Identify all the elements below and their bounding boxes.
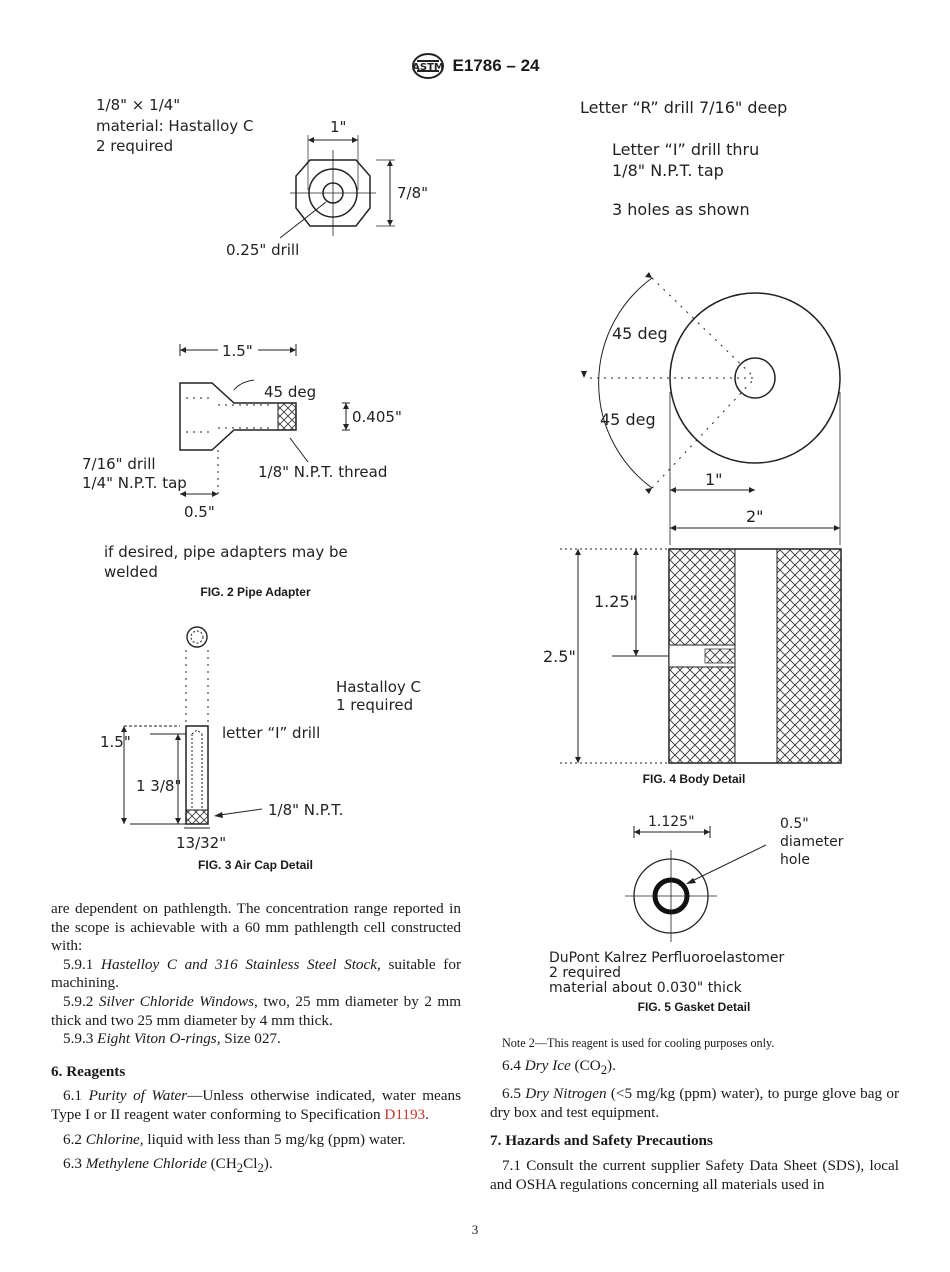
fig2-weld-l2: welded — [104, 563, 158, 581]
page-number: 3 — [471, 1222, 479, 1237]
fig5-mat-l2: 2 required — [549, 965, 621, 981]
fig2-drill: 0.25" drill — [226, 241, 299, 259]
fig2-dim-1in: 1" — [330, 118, 346, 136]
fig3-mat-l2: 1 required — [336, 696, 413, 714]
right-column: Note 2—This reagent is used for cooling … — [490, 1034, 899, 1194]
fig2-drill716-l1: 7/16" drill — [82, 455, 156, 473]
item-6-2: 6.2 Chlorine, liquid with less than 5 mg… — [63, 1130, 406, 1148]
fig2-dim-0405: 0.405" — [352, 408, 402, 426]
fig4-l3: 1/8" N.P.T. tap — [612, 161, 724, 180]
section-6-heading: 6. Reagents — [51, 1062, 126, 1080]
right-figures: Letter “R” drill 7/16" deep Letter “I” d… — [543, 98, 844, 996]
fig4-dim-2: 2" — [746, 507, 764, 526]
fig2-weld-l1: if desired, pipe adapters may be — [104, 543, 348, 561]
left-column: are dependent on pathlength. The concent… — [51, 900, 461, 1178]
fig2-caption: FIG. 2 Pipe Adapter — [200, 585, 311, 599]
fig3-dim-1332: 13/32" — [176, 834, 226, 852]
note-2: Note 2—This reagent is used for cooling … — [502, 1036, 775, 1050]
item-5-9-1: 5.9.1 Hastelloy C and 316 Stainless Stee… — [51, 955, 462, 992]
fig5-caption: FIG. 5 Gasket Detail — [637, 1000, 751, 1014]
fig2-drill716-l2: 1/4" N.P.T. tap — [82, 474, 187, 492]
astm-logo-icon: ASTM — [411, 53, 444, 79]
fig3-mat-l1: Hastalloy C — [336, 678, 421, 696]
fig3-caption: FIG. 3 Air Cap Detail — [198, 858, 313, 872]
para-continuation: are dependent on pathlength. The concent… — [51, 900, 461, 955]
d1193-link[interactable]: D1193 — [384, 1105, 426, 1123]
fig3-dim-15: 1.5" — [100, 733, 131, 751]
fig3-dim-138: 1 3/8" — [136, 777, 181, 795]
fig2-top-l1: 1/8" × 1/4" — [96, 96, 180, 114]
item-6-5: 6.5 Dry Nitrogen (<5 mg/kg (ppm) water),… — [490, 1085, 900, 1121]
fig4-l4: 3 holes as shown — [612, 200, 750, 219]
fig4-deg-b: 45 deg — [600, 410, 656, 429]
item-5-9-2: 5.9.2 Silver Chloride Windows, two, 25 m… — [51, 992, 462, 1029]
fig2-dim-05: 0.5" — [184, 503, 215, 521]
svg-text:ASTM: ASTM — [412, 62, 444, 73]
fig2-dim-15: 1.5" — [222, 342, 253, 360]
fig5-hole-l3: hole — [780, 852, 810, 868]
fig4-dim-125: 1.25" — [594, 592, 637, 611]
fig5-hole-l1: 0.5" — [780, 816, 809, 832]
fig4-caption: FIG. 4 Body Detail — [642, 772, 746, 786]
fig3-drill: letter “I” drill — [222, 724, 320, 742]
left-figures: 1/8" × 1/4" material: Hastalloy C 2 requ… — [82, 96, 428, 852]
fig4-l1: Letter “R” drill 7/16" deep — [580, 98, 787, 117]
fig4-deg-a: 45 deg — [612, 324, 668, 343]
fig2-dim-78: 7/8" — [397, 184, 428, 202]
item-6-4: 6.4 Dry Ice (CO2). — [502, 1056, 616, 1077]
fig5-dim-1125: 1.125" — [648, 814, 695, 830]
fig5-mat-l3: material about 0.030" thick — [549, 980, 743, 996]
fig3-npt: 1/8" N.P.T. — [268, 801, 343, 819]
fig2-thread: 1/8" N.P.T. thread — [258, 463, 387, 481]
doc-id: E1786 – 24 — [452, 56, 540, 75]
fig2-45deg: 45 deg — [264, 383, 316, 401]
item-6-1: 6.1 Purity of Water—Unless otherwise ind… — [51, 1087, 462, 1123]
section-7-heading: 7. Hazards and Safety Precautions — [490, 1132, 713, 1150]
fig2-top-l3: 2 required — [96, 137, 173, 155]
page-header: ASTM E1786 – 24 — [0, 52, 950, 85]
item-7-1: 7.1 Consult the current supplier Safety … — [490, 1157, 900, 1193]
fig2-top-l2: material: Hastalloy C — [96, 117, 253, 135]
fig5-mat-l1: DuPont Kalrez Perfluoroelastomer — [549, 950, 785, 966]
item-6-3: 6.3 Methylene Chloride (CH2Cl2). — [63, 1155, 273, 1176]
fig4-l2: Letter “I” drill thru — [612, 140, 759, 159]
fig4-dim-1: 1" — [705, 470, 723, 489]
item-5-9-3: 5.9.3 Eight Viton O-rings, Size 027. — [63, 1030, 281, 1048]
fig5-hole-l2: diameter — [780, 834, 844, 850]
fig4-dim-25: 2.5" — [543, 647, 576, 666]
